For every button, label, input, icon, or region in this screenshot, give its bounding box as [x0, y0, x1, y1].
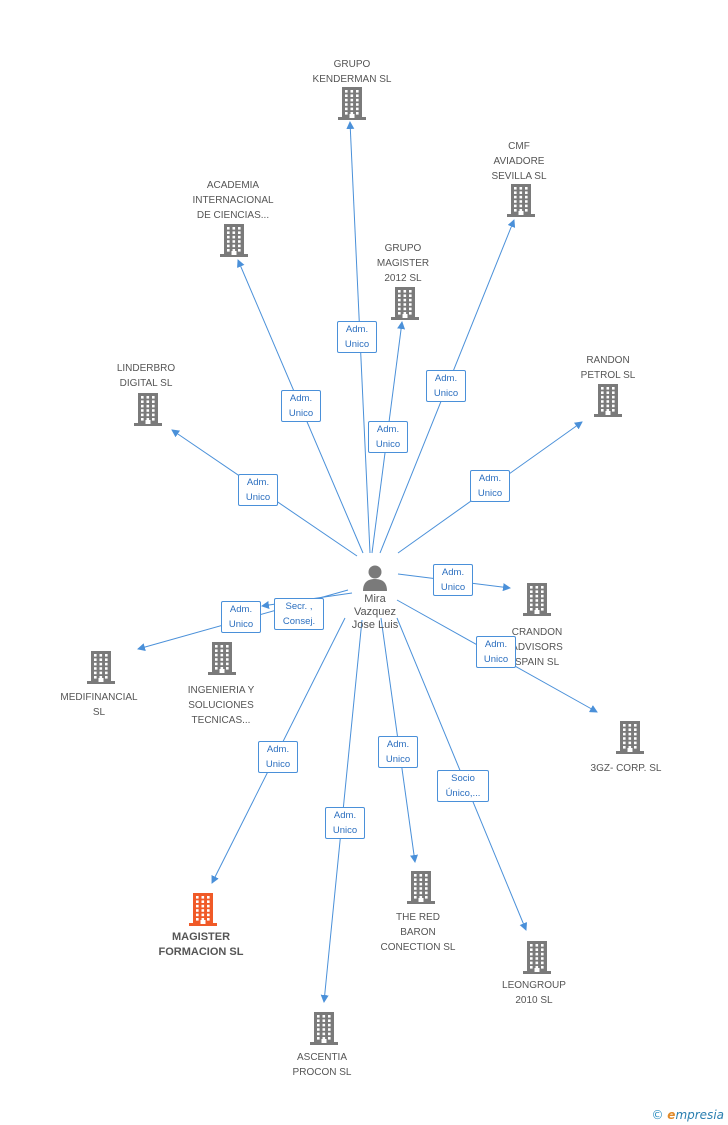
company-name: CMF AVIADORE SEVILLA SL — [491, 141, 547, 182]
role-badge-redbaron[interactable]: Adm. Unico — [378, 736, 418, 768]
company-name: LINDERBRO DIGITAL SL — [116, 363, 176, 389]
company-name: GRUPO MAGISTER 2012 SL — [376, 243, 430, 284]
building-icon — [134, 393, 162, 426]
company-node-kenderman[interactable] — [337, 86, 367, 120]
company-label-academia[interactable]: ACADEMIA INTERNACIONAL DE CIENCIAS... — [173, 178, 293, 223]
company-label-redbaron[interactable]: THE RED BARON CONECTION SL — [358, 910, 478, 955]
company-node-crandon[interactable] — [522, 582, 552, 616]
role-badge-magister2012[interactable]: Adm. Unico — [368, 421, 408, 453]
building-icon — [523, 583, 551, 616]
role-badge-ascentia[interactable]: Adm. Unico — [325, 807, 365, 839]
company-node-academia[interactable] — [219, 223, 249, 257]
copyright-symbol: © — [651, 1108, 664, 1122]
role-badge-medifinancial[interactable]: Adm. Unico — [221, 601, 261, 633]
building-icon — [616, 721, 644, 754]
company-name: GRUPO KENDERMAN SL — [312, 59, 392, 85]
building-icon — [594, 384, 622, 417]
company-node-ascentia[interactable] — [309, 1011, 339, 1045]
company-label-randon[interactable]: RANDON PETROL SL — [548, 353, 668, 383]
company-name: CRANDON ADVISORS SPAIN SL — [511, 627, 563, 668]
role-badge-randon[interactable]: Adm. Unico — [470, 470, 510, 502]
company-label-magisterform[interactable]: MAGISTER FORMACION SL — [141, 930, 261, 960]
role-badge-magisterform[interactable]: Adm. Unico — [258, 741, 298, 773]
company-label-ingenieria[interactable]: INGENIERIA Y SOLUCIONES TECNICAS... — [161, 683, 281, 728]
role-badge-cmf[interactable]: Adm. Unico — [426, 370, 466, 402]
company-name: ACADEMIA INTERNACIONAL DE CIENCIAS... — [192, 180, 274, 221]
building-icon — [87, 651, 115, 684]
role-badge-ingenieria[interactable]: Secr. , Consej. — [274, 598, 324, 630]
building-icon — [391, 287, 419, 320]
building-icon — [208, 642, 236, 675]
company-label-kenderman[interactable]: GRUPO KENDERMAN SL — [292, 57, 412, 87]
company-name: MEDIFINANCIAL SL — [60, 692, 138, 718]
company-name: MAGISTER FORMACION SL — [158, 931, 244, 958]
company-label-ascentia[interactable]: ASCENTIA PROCON SL — [262, 1050, 382, 1080]
company-node-randon[interactable] — [593, 383, 623, 417]
company-node-cmf[interactable] — [506, 183, 536, 217]
company-node-linderbro[interactable] — [133, 392, 163, 426]
building-icon — [189, 893, 217, 926]
company-name: INGENIERIA Y SOLUCIONES TECNICAS... — [187, 685, 255, 726]
role-badge-3gz[interactable]: Adm. Unico — [476, 636, 516, 668]
building-icon — [310, 1012, 338, 1045]
brand-name: mpresia — [675, 1108, 724, 1122]
role-badge-crandon[interactable]: Adm. Unico — [433, 564, 473, 596]
company-label-leongroup[interactable]: LEONGROUP 2010 SL — [474, 978, 594, 1008]
company-name: THE RED BARON CONECTION SL — [380, 912, 456, 953]
role-badge-leongroup[interactable]: Socio Único,... — [437, 770, 489, 802]
empresia-logo[interactable]: © empresia — [651, 1108, 724, 1122]
company-label-magister2012[interactable]: GRUPO MAGISTER 2012 SL — [343, 241, 463, 286]
company-name: ASCENTIA PROCON SL — [292, 1052, 352, 1078]
center-person-node[interactable]: Mira Vazquez Jose Luis — [335, 563, 415, 632]
role-badge-kenderman[interactable]: Adm. Unico — [337, 321, 377, 353]
center-person-name: Mira Vazquez Jose Luis — [351, 593, 399, 631]
role-badge-academia[interactable]: Adm. Unico — [281, 390, 321, 422]
company-name: 3GZ- CORP. SL — [590, 763, 662, 774]
company-label-medifinancial[interactable]: MEDIFINANCIAL SL — [39, 690, 159, 720]
company-name: RANDON PETROL SL — [580, 355, 636, 381]
building-icon — [407, 871, 435, 904]
company-node-redbaron[interactable] — [406, 870, 436, 904]
company-name: LEONGROUP 2010 SL — [502, 980, 566, 1006]
company-node-medifinancial[interactable] — [86, 650, 116, 684]
person-icon — [363, 565, 387, 591]
building-icon — [523, 941, 551, 974]
company-label-cmf[interactable]: CMF AVIADORE SEVILLA SL — [459, 139, 579, 184]
company-label-3gz[interactable]: 3GZ- CORP. SL — [566, 761, 686, 776]
company-node-leongroup[interactable] — [522, 940, 552, 974]
building-icon — [507, 184, 535, 217]
company-label-linderbro[interactable]: LINDERBRO DIGITAL SL — [86, 361, 206, 391]
company-node-ingenieria[interactable] — [207, 641, 237, 675]
company-label-crandon[interactable]: CRANDON ADVISORS SPAIN SL — [477, 625, 597, 670]
building-icon — [220, 224, 248, 257]
company-node-magister2012[interactable] — [390, 286, 420, 320]
building-icon — [338, 87, 366, 120]
company-node-magisterform[interactable] — [188, 892, 218, 926]
company-node-3gz[interactable] — [615, 720, 645, 754]
brand-e: e — [667, 1108, 676, 1122]
role-badge-linderbro[interactable]: Adm. Unico — [238, 474, 278, 506]
